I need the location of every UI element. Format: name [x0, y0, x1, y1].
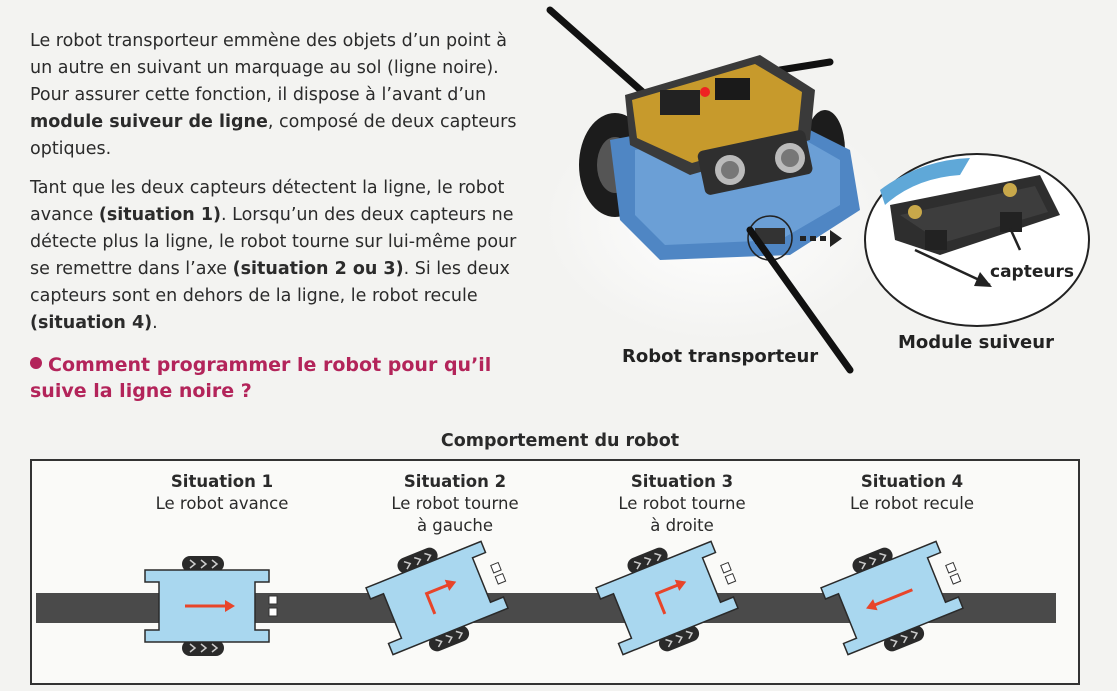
behavior-diagram: Situation 1 Le robot avance Situation 2 …: [30, 459, 1080, 685]
intro-paragraph-2: Tant que les deux capteurs détectent la …: [30, 175, 520, 337]
intro-paragraph-1: Le robot transporteur emmène des objets …: [30, 28, 520, 163]
arrow-turn: [424, 583, 450, 615]
sensor: [724, 572, 737, 585]
tread: [910, 630, 919, 640]
text-run: (situation 2 ou 3): [232, 259, 404, 279]
tread: [643, 556, 652, 566]
question-heading: Comment programmer le robot pour qu’il s…: [30, 352, 520, 404]
tread: [403, 560, 412, 570]
tread: [900, 634, 908, 644]
tread: [189, 643, 197, 653]
text-run: (situation 4): [30, 313, 153, 333]
situation-1: Situation 1 Le robot avance: [155, 472, 289, 513]
tread: [685, 630, 694, 640]
floor-line: [746, 226, 854, 374]
tread: [211, 643, 219, 653]
situation-2: Situation 2 Le robot tourne à gauche: [391, 472, 519, 535]
sensor: [945, 561, 957, 574]
sensor: [268, 595, 278, 605]
arrow-head: [225, 600, 235, 612]
tread: [879, 552, 887, 562]
tread: [435, 638, 443, 648]
module-caption: Module suiveur: [898, 332, 1054, 353]
sensor: [268, 607, 278, 617]
sensor: [720, 561, 732, 574]
robot-4: [820, 540, 964, 656]
robot-body: [595, 540, 739, 656]
arrow-head: [866, 599, 878, 611]
sensor: [490, 561, 502, 574]
sensor: [494, 572, 507, 585]
robot-1: [144, 556, 278, 656]
robot-photo: [545, 6, 1090, 374]
tread: [890, 638, 898, 648]
robot-caption: Robot transporteur: [622, 346, 819, 367]
arrow-head: [674, 579, 687, 591]
text-run: . Lorsqu’un des deux capteurs ne détecte…: [30, 205, 517, 279]
text-run: Le robot transporteur emmène des objets …: [30, 31, 507, 105]
tread: [633, 560, 642, 570]
sensor: [949, 572, 962, 585]
module-zoom-view: [864, 153, 1090, 327]
text-run: . Si les deux capteurs sont en dehors de…: [30, 259, 510, 306]
tread: [200, 559, 208, 569]
wheel: [182, 556, 224, 572]
robot-body: [365, 540, 509, 656]
situation-4: Situation 4 Le robot recule: [850, 472, 974, 513]
tread: [665, 638, 673, 648]
text-run: (situation 1): [98, 205, 222, 225]
tread: [211, 559, 219, 569]
wheel: [182, 640, 224, 656]
text-run: Tant que les deux capteurs détectent la …: [30, 178, 505, 225]
situation-3: Situation 3 Le robot tourne à droite: [618, 472, 746, 535]
tread: [424, 552, 432, 562]
arrow-backward: [872, 588, 913, 607]
sensors-caption: capteurs: [990, 262, 1074, 282]
tread: [455, 630, 464, 640]
tread: [413, 556, 422, 566]
tread: [445, 634, 453, 644]
bullet-icon: [30, 357, 42, 369]
tread: [675, 634, 683, 644]
tread: [189, 559, 197, 569]
robot-2: [365, 540, 509, 656]
arrow-head: [444, 579, 457, 591]
diagram-title: Comportement du robot: [440, 431, 680, 451]
zoom-arrow-icon: [800, 230, 842, 247]
tread: [868, 556, 877, 566]
tread: [200, 643, 208, 653]
tread: [654, 552, 662, 562]
robot-3: [595, 540, 739, 656]
diagram-drawing: [36, 540, 1056, 656]
text-run: , composé de deux capteurs optiques.: [30, 112, 517, 159]
text-run: module suiveur de ligne: [30, 112, 268, 132]
arrow-turn: [654, 583, 680, 615]
tread: [858, 560, 867, 570]
question-text: Comment programmer le robot pour qu’il s…: [30, 354, 492, 402]
text-run: .: [152, 313, 158, 333]
